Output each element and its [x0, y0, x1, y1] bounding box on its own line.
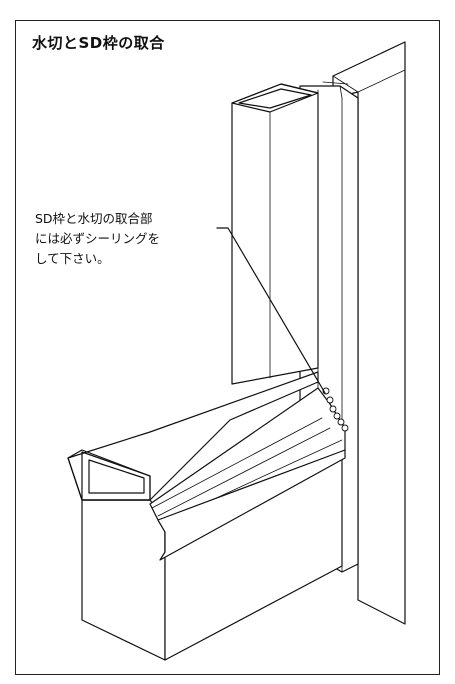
- note-line: には必ずシーリングを: [35, 231, 161, 246]
- figure-title: 水切とSD枠の取合: [32, 34, 165, 52]
- vertical-tube: [231, 83, 319, 385]
- sealing-note: SD枠と水切の取合部 には必ずシーリングを して下さい。: [35, 209, 160, 269]
- drip-sill: [149, 387, 346, 561]
- leader-line: [216, 227, 326, 394]
- note-line: して下さい。: [35, 251, 110, 266]
- note-line: SD枠と水切の取合部: [35, 211, 153, 226]
- sealant-beads: [322, 387, 349, 432]
